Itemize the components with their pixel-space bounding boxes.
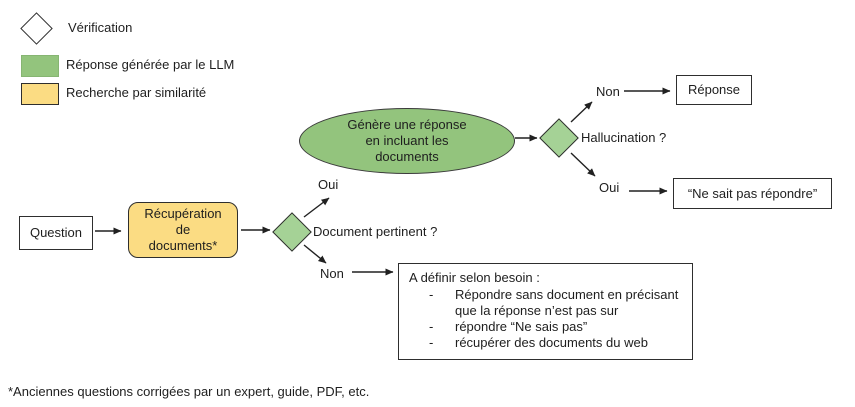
fallback-item-1: Répondre sans document en précisant que … [455, 287, 679, 318]
answer-node-label: Réponse [687, 82, 741, 97]
fallback-dash: - [429, 319, 434, 334]
fallback-options-box: A définir selon besoin : - Répondre sans… [398, 263, 693, 360]
fallback-item-row: - récupérer des documents du web [409, 335, 684, 351]
retrieval-node-line3: documents* [148, 238, 218, 253]
decision-pertinent-diamond-icon [272, 212, 312, 252]
legend-verification-label: Vérification [68, 20, 133, 35]
fallback-title: A définir selon besoin : [409, 270, 540, 285]
similarity-yellow-swatch-icon [21, 83, 59, 105]
arrow-decision1-to-non [303, 244, 327, 264]
decision-hallucination-yes-label: Oui [599, 180, 620, 195]
footnote: *Anciennes questions corrigées par un ex… [8, 384, 370, 399]
arrow-decision1-to-oui [303, 197, 330, 218]
cannot-answer-node: “Ne sait pas répondre” [673, 178, 832, 209]
legend-similarity-label: Recherche par similarité [66, 85, 207, 100]
decision-hallucination-no-label: Non [596, 84, 620, 99]
arrow-decision2-to-non [570, 101, 593, 123]
legend-llm-label: Réponse générée par le LLM [66, 57, 235, 72]
fallback-item-row: - répondre “Ne sais pas” [409, 319, 684, 335]
generate-response-line2: en incluant les [365, 133, 449, 148]
decision-pertinent-label: Document pertinent ? [313, 224, 438, 239]
answer-node: Réponse [676, 75, 752, 105]
question-node: Question [19, 216, 93, 250]
generate-response-line1: Génère une réponse [347, 117, 467, 132]
generate-response-node: Génère une réponse en incluant les docum… [299, 108, 515, 174]
fallback-item-row: - Répondre sans document en précisant qu… [409, 287, 684, 319]
retrieval-node: Récupération de documents* [128, 202, 238, 258]
decision-hallucination-label: Hallucination ? [581, 130, 667, 145]
llm-green-swatch-icon [21, 55, 59, 77]
verification-diamond-icon [20, 12, 53, 45]
retrieval-node-line2: de [175, 222, 191, 237]
fallback-item-3: récupérer des documents du web [455, 335, 648, 350]
decision-pertinent-no-label: Non [320, 266, 344, 281]
decision-pertinent-yes-label: Oui [318, 177, 339, 192]
fallback-dash: - [429, 335, 434, 350]
retrieval-node-line1: Récupération [144, 206, 222, 221]
generate-response-line3: documents [375, 149, 439, 164]
fallback-item-2: répondre “Ne sais pas” [455, 319, 588, 334]
cannot-answer-node-label: “Ne sait pas répondre” [687, 185, 818, 201]
question-node-label: Question [29, 225, 83, 240]
decision-hallucination-diamond-icon [539, 118, 579, 158]
arrow-decision2-to-oui [570, 152, 596, 177]
fallback-dash: - [429, 287, 434, 302]
